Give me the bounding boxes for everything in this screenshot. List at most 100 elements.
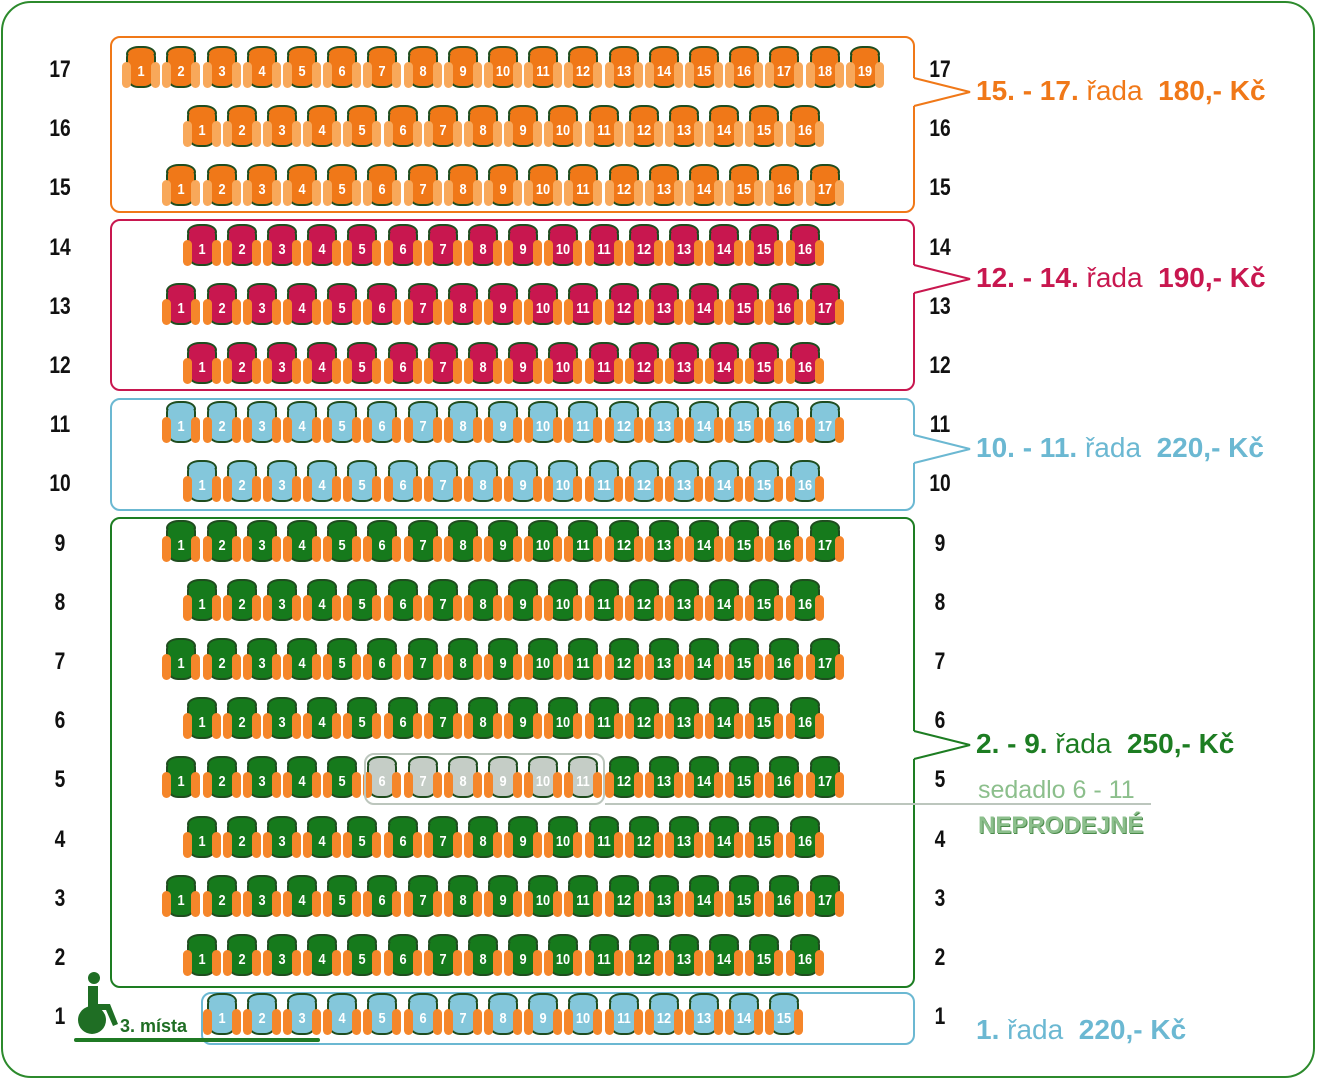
seat[interactable]: 13: [664, 460, 704, 506]
seat[interactable]: 12: [563, 46, 603, 92]
seat[interactable]: 2: [222, 105, 262, 151]
seat[interactable]: 10: [523, 519, 563, 566]
seat[interactable]: 10: [543, 342, 583, 388]
seat[interactable]: 10: [483, 46, 523, 92]
seat[interactable]: 2: [202, 401, 242, 447]
seat[interactable]: 3: [262, 460, 302, 506]
seat[interactable]: 5: [342, 578, 382, 625]
seat[interactable]: 12: [624, 223, 664, 270]
seat[interactable]: 10: [543, 223, 583, 270]
seat[interactable]: 2: [202, 519, 242, 566]
seat[interactable]: 12: [624, 460, 664, 506]
seat[interactable]: 2: [161, 46, 201, 92]
seat[interactable]: 15: [744, 342, 784, 388]
seat[interactable]: 1: [161, 282, 201, 329]
seat[interactable]: 14: [684, 519, 724, 566]
seat[interactable]: 16: [785, 105, 825, 151]
seat[interactable]: 12: [624, 578, 664, 625]
seat[interactable]: 5: [342, 105, 382, 151]
seat[interactable]: 4: [302, 105, 342, 151]
seat[interactable]: 17: [805, 282, 845, 329]
seat[interactable]: 8: [443, 519, 483, 566]
seat[interactable]: 14: [704, 223, 744, 270]
seat[interactable]: 14: [684, 282, 724, 329]
seat[interactable]: 9: [483, 401, 523, 447]
seat[interactable]: 5: [342, 460, 382, 506]
seat[interactable]: 16: [764, 282, 804, 329]
seat[interactable]: 4: [302, 460, 342, 506]
seat[interactable]: 1: [161, 401, 201, 447]
seat[interactable]: 5: [322, 519, 362, 566]
seat[interactable]: 7: [403, 519, 443, 566]
seat[interactable]: 9: [443, 46, 483, 92]
seat[interactable]: 7: [423, 105, 463, 151]
seat[interactable]: 1: [161, 164, 201, 210]
seat[interactable]: 9: [503, 460, 543, 506]
seat[interactable]: 3: [242, 282, 282, 329]
seat[interactable]: 14: [704, 342, 744, 388]
seat[interactable]: 9: [503, 105, 543, 151]
seat[interactable]: 2: [222, 578, 262, 625]
seat[interactable]: 14: [704, 460, 744, 506]
seat[interactable]: 11: [584, 578, 624, 625]
seat[interactable]: 14: [684, 164, 724, 210]
seat[interactable]: 1: [182, 342, 222, 388]
seat[interactable]: 3: [242, 164, 282, 210]
seat[interactable]: 3: [242, 519, 282, 566]
seat[interactable]: 7: [423, 342, 463, 388]
seat[interactable]: 2: [222, 460, 262, 506]
seat[interactable]: 11: [584, 105, 624, 151]
seat[interactable]: 13: [664, 578, 704, 625]
seat[interactable]: 12: [604, 519, 644, 566]
seat[interactable]: 18: [805, 46, 845, 92]
seat[interactable]: 17: [805, 164, 845, 210]
seat[interactable]: 8: [463, 460, 503, 506]
seat[interactable]: 7: [423, 460, 463, 506]
seat[interactable]: 5: [282, 46, 322, 92]
seat[interactable]: 3: [262, 578, 302, 625]
seat[interactable]: 6: [383, 342, 423, 388]
seat[interactable]: 8: [463, 342, 503, 388]
seat[interactable]: 11: [563, 282, 603, 329]
seat[interactable]: 6: [362, 282, 402, 329]
seat[interactable]: 11: [584, 460, 624, 506]
seat[interactable]: 5: [322, 282, 362, 329]
seat[interactable]: 4: [282, 282, 322, 329]
seat[interactable]: 1: [161, 638, 201, 684]
seat[interactable]: 14: [684, 401, 724, 447]
seat[interactable]: 2: [202, 282, 242, 329]
seat[interactable]: 6: [383, 105, 423, 151]
seat[interactable]: 14: [644, 46, 684, 92]
seat[interactable]: 2: [202, 638, 242, 684]
seat[interactable]: 13: [644, 401, 684, 447]
seat[interactable]: 5: [322, 638, 362, 684]
seat[interactable]: 16: [785, 223, 825, 270]
seat[interactable]: 8: [443, 164, 483, 210]
seat[interactable]: 11: [584, 223, 624, 270]
seat[interactable]: 5: [322, 401, 362, 447]
seat[interactable]: 7: [423, 578, 463, 625]
seat[interactable]: 1: [182, 460, 222, 506]
seat[interactable]: 9: [483, 164, 523, 210]
seat[interactable]: 16: [785, 460, 825, 506]
seat[interactable]: 15: [744, 578, 784, 625]
seat[interactable]: 9: [483, 282, 523, 329]
seat[interactable]: 8: [443, 282, 483, 329]
seat[interactable]: 19: [845, 46, 885, 92]
seat[interactable]: 10: [523, 164, 563, 210]
seat[interactable]: 3: [242, 401, 282, 447]
seat[interactable]: 11: [563, 519, 603, 566]
seat[interactable]: 4: [302, 342, 342, 388]
seat[interactable]: 8: [463, 105, 503, 151]
seat[interactable]: 7: [403, 401, 443, 447]
seat[interactable]: 4: [282, 401, 322, 447]
seat[interactable]: 16: [764, 519, 804, 566]
seat[interactable]: 1: [121, 46, 161, 92]
seat[interactable]: 3: [262, 223, 302, 270]
seat[interactable]: 10: [523, 401, 563, 447]
seat[interactable]: 17: [764, 46, 804, 92]
seat[interactable]: 11: [523, 46, 563, 92]
seat[interactable]: 3: [202, 46, 242, 92]
seat[interactable]: 6: [362, 519, 402, 566]
seat[interactable]: 15: [724, 164, 764, 210]
